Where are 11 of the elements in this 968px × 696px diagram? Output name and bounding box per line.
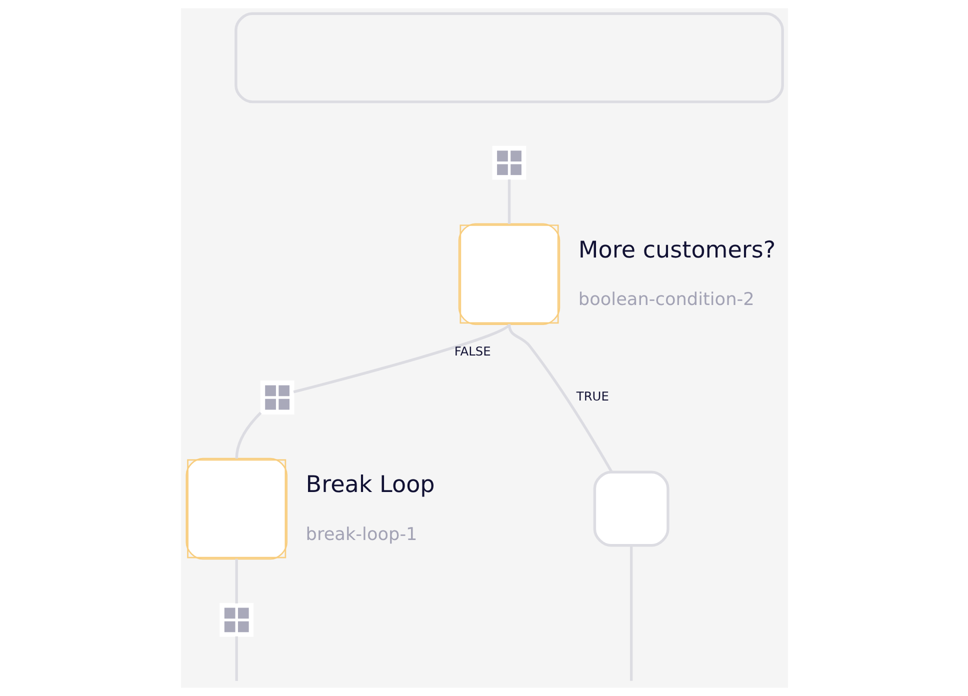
edge-label: TRUE	[576, 389, 608, 404]
node-label: boolean-condition-2	[578, 290, 754, 310]
node-label: break-loop-1	[305, 524, 417, 545]
node-label: Break Loop	[305, 472, 434, 498]
connector	[234, 412, 262, 459]
connector	[507, 324, 612, 473]
node-box	[234, 12, 784, 104]
node-box	[592, 470, 669, 547]
edge-label: FALSE	[454, 344, 490, 359]
node-label: More customers?	[578, 237, 776, 264]
connector	[292, 323, 510, 394]
